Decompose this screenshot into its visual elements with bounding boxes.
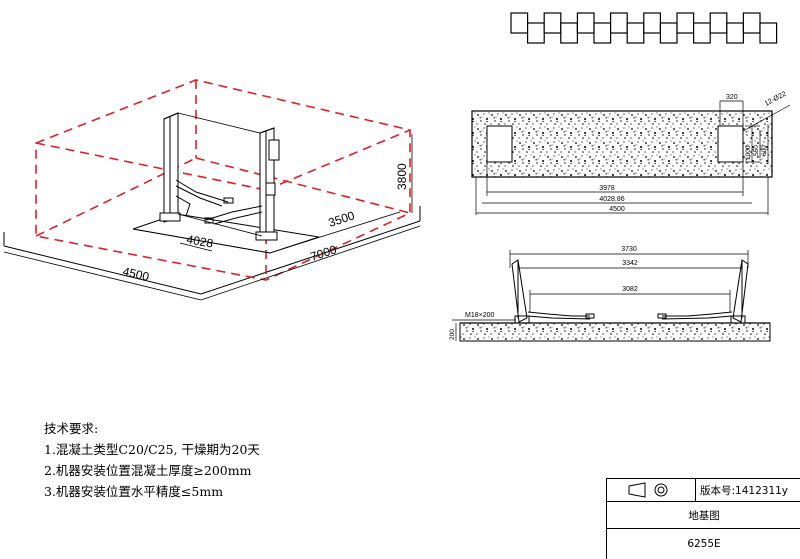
title-block-row-model: 6255E xyxy=(607,529,800,559)
dim-width-label: 4028 xyxy=(185,232,214,250)
plan-hole-spec-label: 12-Ø22 xyxy=(764,91,788,108)
elev-slab-label: 200 xyxy=(449,329,456,340)
plan-side-dim-3: 600 xyxy=(761,145,768,156)
elev-dim-mid-label: 3342 xyxy=(622,260,638,267)
title-box xyxy=(626,22,645,44)
plan-side-dim-2: 550 xyxy=(753,145,760,156)
first-angle-projection-icon xyxy=(628,482,668,498)
title-box xyxy=(593,22,612,44)
notes-line-1: 1.混凝土类型C20/C25, 干燥期为20天 xyxy=(44,442,260,457)
plan-side-dim-1: 1000 xyxy=(745,145,752,160)
title-box xyxy=(676,12,695,34)
title-block-row-name: 地基图 xyxy=(607,502,800,529)
title-box xyxy=(609,12,628,34)
plan-pad-left xyxy=(486,125,513,163)
lift-3d-view xyxy=(3,79,421,301)
title-box xyxy=(709,12,728,34)
technical-notes: 技术要求: 1.混凝土类型C20/C25, 干燥期为20天 2.机器安装位置混凝… xyxy=(44,418,260,502)
elev-dim-top-label: 3730 xyxy=(621,246,637,253)
overhead-line xyxy=(177,112,261,134)
title-box xyxy=(560,22,578,44)
title-boxes-row xyxy=(510,12,778,44)
elevation-view-labels: 3730 3342 3082 M18×200 200 xyxy=(449,246,638,340)
elevation-arms xyxy=(527,311,733,320)
bay-dashed-outline xyxy=(35,79,411,281)
version-number: 版本号:1412311y xyxy=(700,484,789,497)
plan-dim-total-label: 4500 xyxy=(609,206,625,213)
notes-line-2: 2.机器安装位置混凝土厚度≥200mm xyxy=(44,463,252,478)
title-box xyxy=(742,12,761,34)
left-column xyxy=(159,112,181,223)
dim-length-label: 7000 xyxy=(309,242,339,264)
floor-outline xyxy=(3,220,421,295)
title-box xyxy=(659,22,678,44)
plan-dim-inner-label: 3978 xyxy=(599,185,615,192)
lifting-arms xyxy=(175,179,263,225)
notes-heading: 技术要求: xyxy=(44,421,99,436)
elevation-left-column xyxy=(511,259,530,324)
title-box xyxy=(692,22,711,44)
projection-symbol-icon xyxy=(607,479,696,501)
elevation-right-column xyxy=(730,259,749,324)
drawing-name: 地基图 xyxy=(688,509,720,522)
title-box xyxy=(576,12,595,34)
model-number: 6255E xyxy=(687,538,721,550)
elev-anchor-label: M18×200 xyxy=(465,312,494,319)
dim-bay-width-label: 4500 xyxy=(121,264,150,284)
title-box xyxy=(510,12,529,34)
right-column xyxy=(255,127,280,241)
plan-view xyxy=(471,100,791,215)
title-block-row-version: 版本号:1412311y xyxy=(607,479,800,502)
notes-line-3: 3.机器安装位置水平精度≤5mm xyxy=(44,484,224,499)
elevation-dimension-lines xyxy=(452,250,749,341)
elev-dim-arms-label: 3082 xyxy=(622,286,638,293)
dim-height-label: 3800 xyxy=(395,163,409,190)
elevation-view xyxy=(452,250,771,342)
plan-dimension-lines xyxy=(475,100,791,215)
title-box xyxy=(526,22,545,44)
plan-pad-dim-label: 320 xyxy=(726,94,738,101)
title-block: 版本号:1412311y 地基图 6255E xyxy=(606,478,800,559)
title-box xyxy=(759,22,778,44)
title-box xyxy=(726,22,744,44)
plan-dim-column-label: 4028.86 xyxy=(599,196,624,203)
elevation-ground-slab xyxy=(459,322,771,342)
plan-pad-right xyxy=(717,125,744,163)
dimension-lines xyxy=(3,134,421,301)
title-box xyxy=(643,12,661,34)
title-box xyxy=(543,12,562,34)
